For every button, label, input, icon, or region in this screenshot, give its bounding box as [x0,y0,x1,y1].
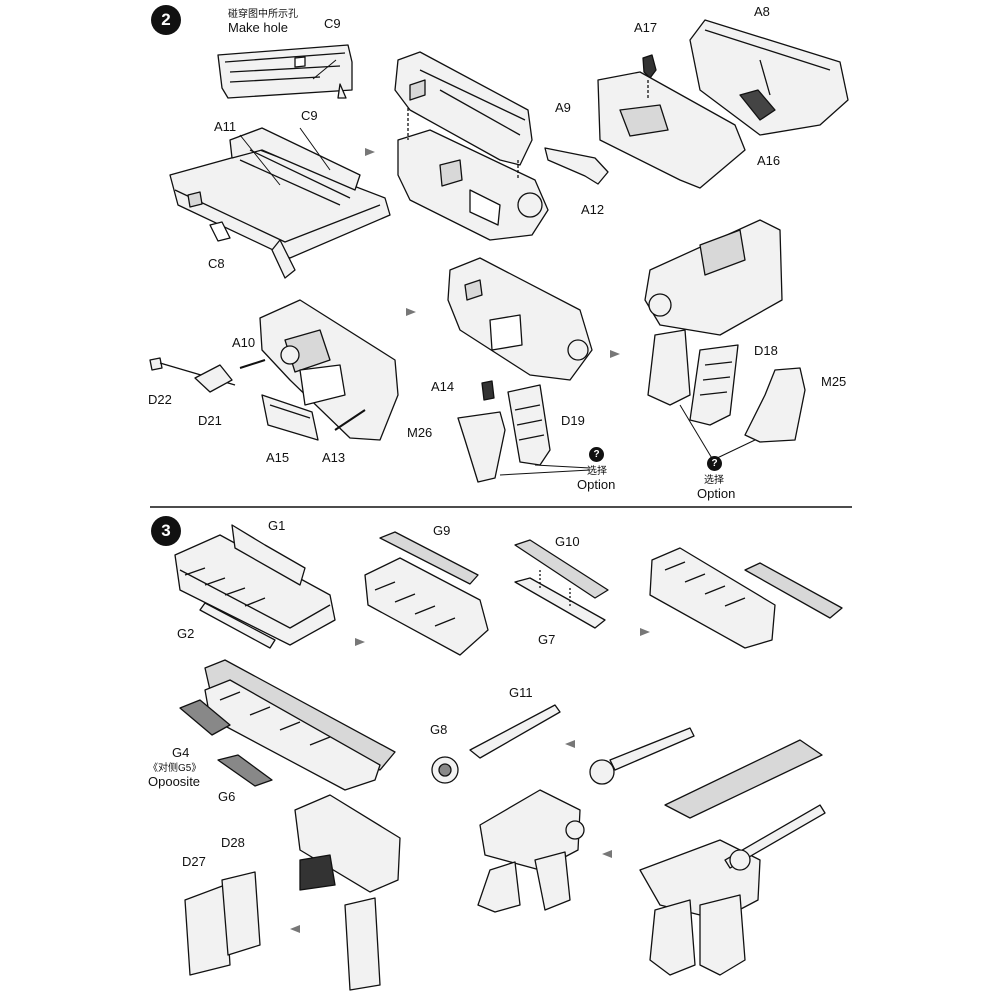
label-g4: G4 [172,745,190,760]
lower-with-magazine-drawing [184,794,401,991]
label-a11: A11 [214,119,237,134]
step-2-badge: 2 [151,5,181,35]
barrel-drawing [431,704,695,785]
assembly-arrow-icon [365,148,375,156]
label-a17: A17 [634,20,658,35]
lower-receiver-grip-drawing [447,257,593,483]
assembly-arrow-icon [355,638,365,646]
option-zh: 选择 [704,475,724,486]
lower-receiver-options-drawing [644,219,806,461]
c8-upper-receiver-drawing [169,127,391,279]
label-d28: D28 [221,835,245,850]
label-a15: A15 [266,450,290,465]
option-question-icon: ? [589,447,604,462]
a9-a8-receiver-drawing [597,19,849,189]
label-d21: D21 [198,413,222,428]
label-d27: D27 [182,854,206,869]
assembly-arrow-icon [290,925,300,933]
assembly-arrow-icon [640,628,650,636]
label-d18: D18 [754,343,778,358]
assembly-arrow-icon [406,308,416,316]
label-c9-note: C9 [324,16,341,31]
label-g8: G8 [430,722,448,737]
opposite-note-en: Opoosite [148,774,201,789]
a17-part-drawing [642,54,657,79]
opposite-note-zh: 《对侧G5》 [148,763,202,774]
label-m26: M26 [407,425,433,440]
assembly-arrow-icon [610,350,620,358]
label-c9: C9 [301,108,318,123]
long-handguard-drawing [179,659,396,791]
label-g10: G10 [555,534,580,549]
handguard-assembled-drawing [649,547,843,649]
label-a8: A8 [754,4,770,19]
option-question-icon: ? [707,456,722,471]
label-g9: G9 [433,523,451,538]
label-m25: M25 [821,374,847,389]
label-g7: G7 [538,632,556,647]
assembly-arrow-icon [565,740,575,748]
label-a14: A14 [431,379,455,394]
label-g2: G2 [177,626,195,641]
make-hole-note-en: Make hole [228,20,288,35]
handguard-drawing [174,524,336,649]
label-a16: A16 [757,153,781,168]
step-3-badge: 3 [151,516,181,546]
label-g1: G1 [268,518,286,533]
c9-hole-receiver-drawing [217,44,353,99]
label-c8: C8 [208,256,225,271]
label-d22: D22 [148,392,172,407]
label-a12: A12 [581,202,605,217]
option-en: Option [577,477,616,492]
lower-receiver-drawing [149,299,399,441]
a12-part-drawing [544,147,609,185]
option-zh: 选择 [587,466,607,477]
rifle-assembled-drawing [477,789,585,913]
label-g11: G11 [509,685,533,700]
g10-g7-drawing [514,539,609,629]
label-a13: A13 [322,450,346,465]
make-hole-note-zh: 碰穿图中所示孔 [228,9,298,20]
label-a9: A9 [555,100,571,115]
label-g6: G6 [218,789,236,804]
g9-rail-drawing [364,531,489,656]
option-en: Option [697,486,736,501]
assembly-arrow-icon [602,850,612,858]
receiver-exploded-drawing [394,51,549,241]
label-a10: A10 [232,335,256,350]
label-d19: D19 [561,413,585,428]
rifle-with-rail-drawing [639,739,826,976]
